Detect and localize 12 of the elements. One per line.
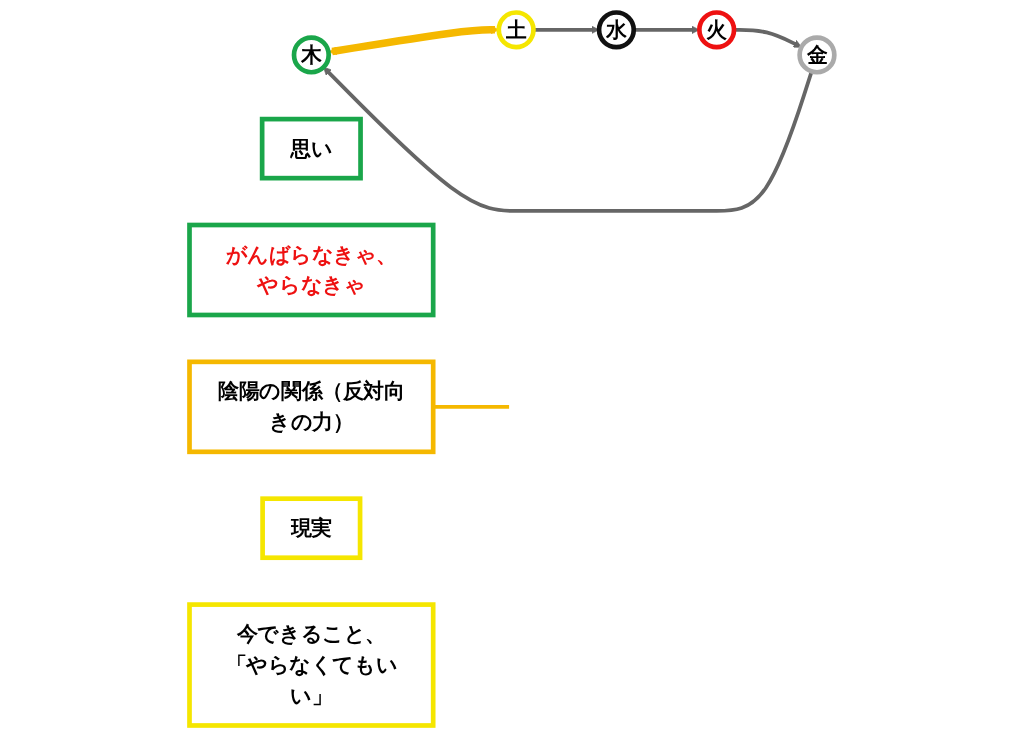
node-circle: 水	[596, 10, 637, 50]
node-circle: 火	[697, 10, 737, 50]
node-circle: 土	[496, 10, 536, 50]
arrow	[734, 27, 802, 48]
arrow	[323, 66, 814, 213]
node-circle: 金	[797, 35, 837, 75]
node-box: 思い	[259, 116, 363, 181]
node-circle: 木	[291, 35, 332, 75]
node-box: がんばらなきゃ、やらなきゃ	[187, 222, 436, 318]
node-box: 陰陽の関係（反対向きの力）	[187, 359, 436, 455]
node-box: 今できること、「やらなくてもいい」	[187, 602, 436, 728]
node-box: 現実	[260, 496, 363, 561]
